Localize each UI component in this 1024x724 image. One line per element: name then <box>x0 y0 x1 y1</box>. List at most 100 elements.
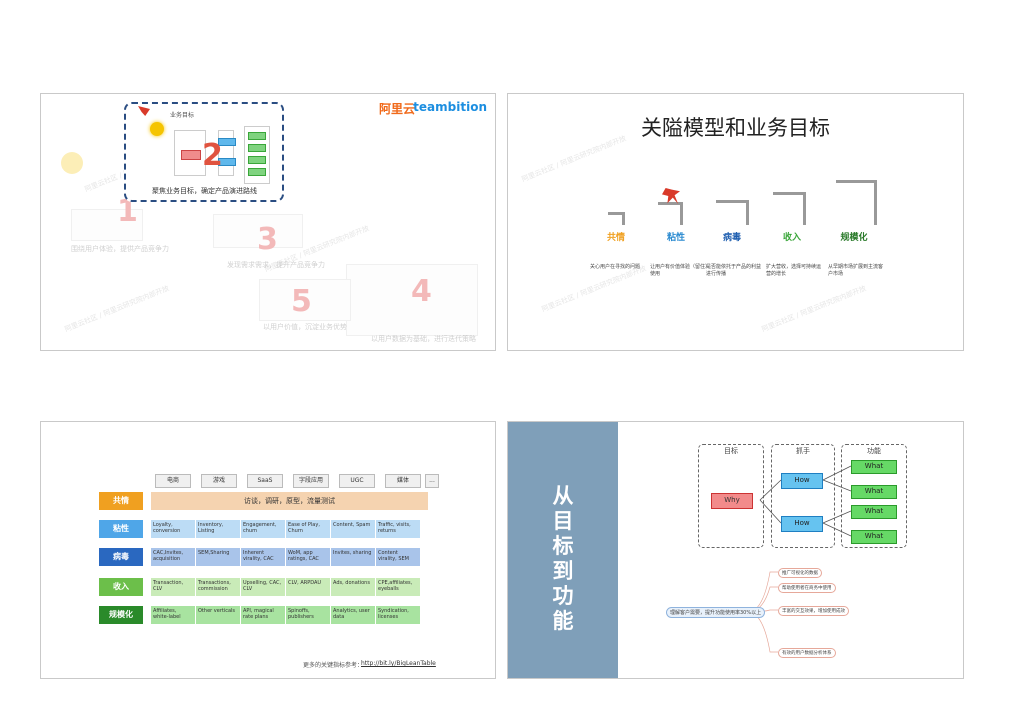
step-number: 1 <box>117 194 138 229</box>
step-number: 4 <box>411 274 432 309</box>
watermark: 阿里云社区 / 阿里云研究院内部开放 <box>760 284 868 334</box>
row-label: 收入 <box>99 578 143 596</box>
what-node: What <box>851 505 897 519</box>
diagram-thumbnail <box>71 209 143 241</box>
stage-description: 让用户有价值体验（留住）使用 <box>650 264 708 277</box>
column-header: 目标 <box>724 447 738 455</box>
step-number: 3 <box>257 222 278 257</box>
category-tag: 字段应用 <box>293 474 329 488</box>
what-box <box>248 144 266 152</box>
focus-region: 业务目标 2 聚焦业务目标，确定产品演进路线 <box>124 102 284 202</box>
row-label: 病毒 <box>99 548 143 566</box>
table-cell: Other verticals <box>196 606 240 624</box>
table-cell: Invites, sharing <box>331 548 375 566</box>
how-node: How <box>781 473 823 489</box>
table-cell: CPE,affiliates, eyeballs <box>376 578 420 596</box>
mindmap-root: 理解客户需要，提升功能使用率30%以上 <box>666 607 766 618</box>
footer-label: 更多的关键指标参考： <box>303 662 364 669</box>
stage-description: 关心用户在寻找的问题 <box>590 264 641 270</box>
diagram-thumbnail <box>259 279 351 321</box>
side-title: 从目标到功能 <box>552 484 574 633</box>
footer-link[interactable]: http://bit.ly/BigLeanTable <box>361 660 436 667</box>
table-cell: Inherent virality, CAC <box>241 548 285 566</box>
table-cell: Transactions, commission <box>196 578 240 596</box>
stage-description: 从早期市场扩展到主流客户市场 <box>828 264 884 277</box>
slide-goal-to-feature: 从目标到功能 目标 抓手 功能 Why How How What What Wh… <box>507 421 964 679</box>
step-caption: 以用户数据为基础，进行迭代策略 <box>371 335 476 343</box>
hurdle-step-icon <box>608 212 625 225</box>
stage-description: 扩大营收，选择可持续运营的增长 <box>766 264 822 277</box>
what-node: What <box>851 530 897 544</box>
table-cell: Affiliates, white-label <box>151 606 195 624</box>
table-cell: WoM, app ratings, CAC <box>286 548 330 566</box>
column-lever <box>771 444 835 548</box>
column-feature <box>841 444 907 548</box>
title-panel <box>508 422 618 678</box>
slide-hurdle-model: 阿里云社区 / 阿里云研究院内部开放 阿里云社区 / 阿里云研究院内部开放 阿里… <box>507 93 964 351</box>
step-number: 2 <box>202 138 223 173</box>
diagram-thumbnail <box>213 214 303 248</box>
row-label: 规模化 <box>99 606 143 624</box>
category-tag: 游戏 <box>201 474 237 488</box>
category-tag: 电商 <box>155 474 191 488</box>
focus-header: 业务目标 <box>170 112 195 119</box>
step-caption: 以用户价值，沉淀业务优势 <box>263 323 347 331</box>
step-caption: 发现需求需求，提升产品竞争力 <box>227 261 325 269</box>
stage-label: 共情 <box>606 233 625 243</box>
stage-label: 病毒 <box>722 233 741 243</box>
hurdle-icon <box>138 106 150 116</box>
table-cell: Ease of Play, Churn <box>286 520 330 538</box>
mindmap-node: 有效的用户数据分析体系 <box>778 648 836 658</box>
slide-title: 关隘模型和业务目标 <box>641 116 830 140</box>
slide-roadmap-overview: 阿里云社区 / 阿里云研究院内部开放 阿里云社区 / 阿里云研究院内部开放 阿里… <box>40 93 496 351</box>
aliyun-logo: 阿里云 <box>378 102 415 116</box>
table-cell: Engagement, churn <box>241 520 285 538</box>
table-cell: Analytics, user data <box>331 606 375 624</box>
mindmap-node: 帮助使用者在商务中使用 <box>778 583 836 593</box>
stage-description: 是否能依托于产品的利益进行传播 <box>706 264 762 277</box>
row-label: 粘性 <box>99 520 143 538</box>
table-cell: API, magical rate plans <box>241 606 285 624</box>
step-caption: 围绕用户体验，提供产品竞争力 <box>71 245 169 253</box>
table-cell: CAC,Invites, acquisition <box>151 548 195 566</box>
table-cell: Traffic, visits, returns <box>376 520 420 538</box>
table-cell: Upselling, CAC, CLV <box>241 578 285 596</box>
column-goal <box>698 444 764 548</box>
table-cell: Content virality, SEM <box>376 548 420 566</box>
table-cell: Inventory, Listing <box>196 520 240 538</box>
why-node: Why <box>711 493 753 509</box>
table-cell: Content, Spam <box>331 520 375 538</box>
focus-caption: 聚焦业务目标，确定产品演进路线 <box>152 187 257 195</box>
category-tag: SaaS <box>247 474 283 488</box>
watermark: 阿里云社区 / 阿里云研究院内部开放 <box>63 284 171 334</box>
table-cell: Ads, donations <box>331 578 375 596</box>
hurdle-step-icon <box>716 200 749 225</box>
category-tag: UGC <box>339 474 375 488</box>
hurdle-step-icon <box>658 202 683 225</box>
lightbulb-icon <box>150 122 164 136</box>
table-cell: Syndication, licenses <box>376 606 420 624</box>
what-box <box>248 132 266 140</box>
category-tag: ... <box>425 474 439 488</box>
hurdle-step-icon <box>836 180 877 225</box>
what-box <box>248 156 266 164</box>
diagram-thumbnail <box>346 264 478 336</box>
what-node: What <box>851 460 897 474</box>
why-box <box>181 150 201 160</box>
table-cell: Spinoffs, publishers <box>286 606 330 624</box>
row-label: 共情 <box>99 492 143 510</box>
what-node: What <box>851 485 897 499</box>
diagram-panel <box>174 130 206 176</box>
mindmap-node: 推广可视化的数据 <box>778 568 822 578</box>
table-cell: SEM,Sharing <box>196 548 240 566</box>
diagram-panel <box>244 126 270 184</box>
stage-label: 粘性 <box>666 233 685 243</box>
lightbulb-icon <box>61 152 83 174</box>
how-box <box>218 138 236 146</box>
slide-metrics-table: 电商 游戏 SaaS 字段应用 UGC 媒体 ... 共情访谈，调研，原型，流量… <box>40 421 496 679</box>
table-cell: Transaction, CLV <box>151 578 195 596</box>
step-number: 5 <box>291 284 312 319</box>
how-node: How <box>781 516 823 532</box>
table-cell: Loyalty, conversion <box>151 520 195 538</box>
column-header: 功能 <box>867 447 881 455</box>
